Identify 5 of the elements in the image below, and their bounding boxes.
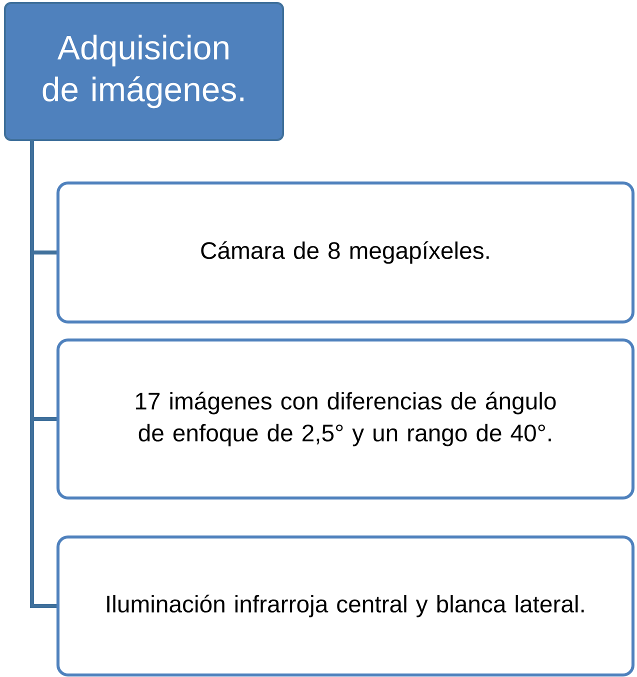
title-box: Adquisicion de imágenes. bbox=[4, 2, 284, 141]
connector-line bbox=[30, 141, 56, 608]
text-box: Cámara de 8 megapíxeles. bbox=[56, 182, 634, 324]
text-box: Iluminación infrarroja central y blanca lateral. bbox=[56, 536, 634, 676]
text-box: 17 imágenes con diferencias de ángulo de enfoque de 2,5° y un rango de 40°. bbox=[56, 338, 634, 500]
